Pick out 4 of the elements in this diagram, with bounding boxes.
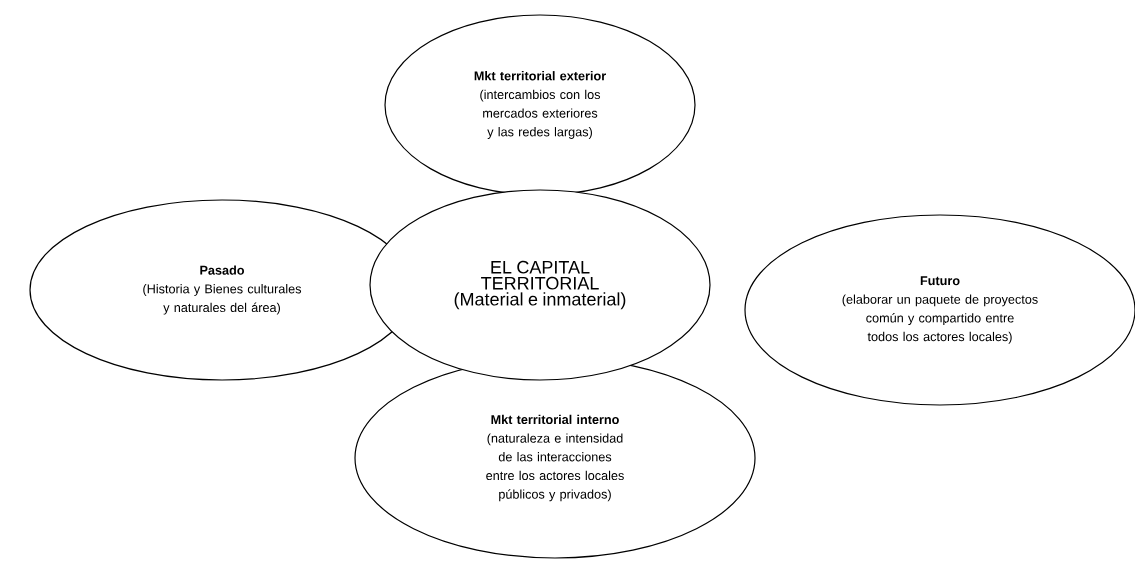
ellipse-node: Pasado (Historia y Bienes culturales y naturales del área) xyxy=(29,199,415,381)
ellipse-node: Mkt territorial exterior (intercambios con los mercados exteriores y las redes largas) xyxy=(384,14,696,196)
ellipse-node: EL CAPITAL TERRITORIAL (Material e inmaterial) xyxy=(369,189,711,381)
ellipse-node: Mkt territorial interno (naturaleza e intensidad de las interacciones entre los actores locales públicos y privados) xyxy=(354,357,756,559)
